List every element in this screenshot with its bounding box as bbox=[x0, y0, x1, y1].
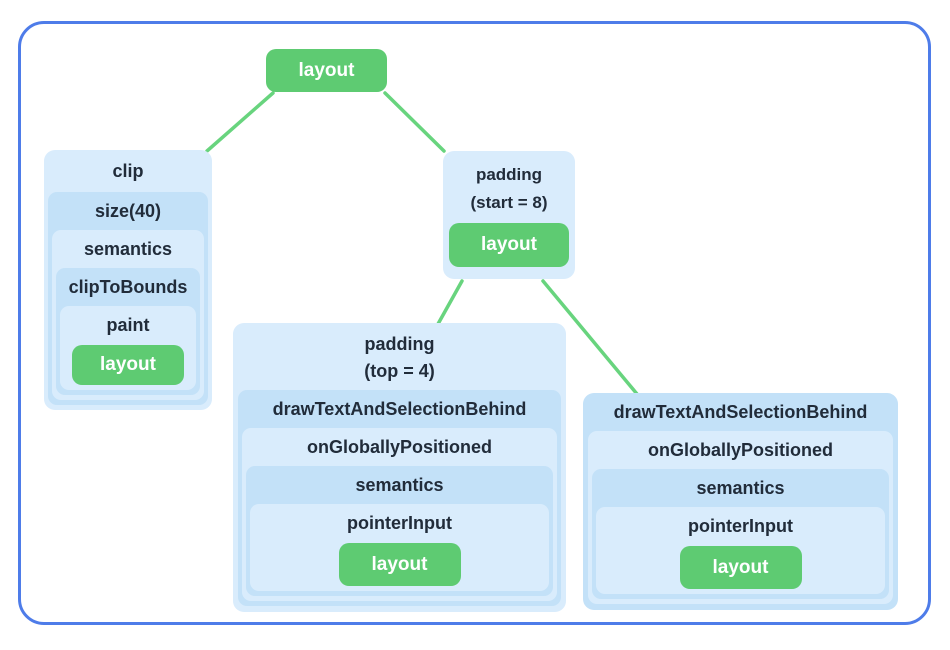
level-semantics: semantics pointerInput layout bbox=[246, 466, 553, 596]
clip-leaf-layout-node: layout bbox=[72, 345, 184, 385]
diagram-frame bbox=[18, 21, 931, 625]
connector-padding-to-draw bbox=[541, 279, 639, 396]
padding-start-box: padding (start = 8) layout bbox=[443, 151, 575, 279]
level-drawtext-label: drawTextAndSelectionBehind bbox=[272, 399, 527, 419]
level-semantics: semantics pointerInput layout bbox=[592, 469, 889, 599]
level-semantics-label: semantics bbox=[696, 478, 785, 498]
connector-padding-to-padding-top bbox=[436, 279, 464, 326]
clip-box: clip size(40) semantics clipToBounds pai… bbox=[44, 150, 212, 410]
level-paint: paint layout bbox=[60, 306, 196, 390]
level-cliptobounds-label: clipToBounds bbox=[68, 277, 188, 297]
padding-top-title-line1: padding bbox=[364, 334, 435, 354]
level-drawtext-label: drawTextAndSelectionBehind bbox=[613, 402, 868, 422]
level-pointerinput: pointerInput layout bbox=[596, 507, 885, 594]
level-ongloballypositioned: onGloballyPositioned semantics pointerIn… bbox=[588, 431, 893, 604]
level-semantics-label: semantics bbox=[355, 475, 444, 495]
level-ongloballypositioned-label: onGloballyPositioned bbox=[306, 437, 492, 457]
level-pointerinput: pointerInput layout bbox=[250, 504, 549, 591]
padding-start-title-line1: padding bbox=[475, 165, 543, 184]
clip-box-title: clip bbox=[112, 161, 144, 181]
level-semantics: semantics clipToBounds paint layout bbox=[52, 230, 204, 400]
level-paint-label: paint bbox=[106, 315, 150, 335]
level-pointerinput-label: pointerInput bbox=[347, 513, 452, 533]
level-pointerinput-label: pointerInput bbox=[688, 516, 793, 536]
level-size-label: size(40) bbox=[94, 201, 162, 221]
connector-root-to-padding-start bbox=[383, 91, 446, 153]
level-cliptobounds: clipToBounds paint layout bbox=[56, 268, 200, 395]
root-layout-node: layout bbox=[266, 49, 387, 92]
padding-top-title-line2: (top = 4) bbox=[364, 361, 435, 381]
draw-leaf-layout-node: layout bbox=[679, 546, 802, 589]
padding-top-leaf-layout-node: layout bbox=[338, 543, 461, 586]
level-semantics-label: semantics bbox=[83, 239, 173, 259]
level-ongloballypositioned: onGloballyPositioned semantics pointerIn… bbox=[242, 428, 557, 601]
draw-box: drawTextAndSelectionBehind onGloballyPos… bbox=[583, 393, 898, 610]
padding-start-title-line2: (start = 8) bbox=[470, 193, 548, 212]
connector-root-to-clip bbox=[205, 91, 275, 153]
level-ongloballypositioned-label: onGloballyPositioned bbox=[647, 440, 833, 460]
level-drawtext: drawTextAndSelectionBehind onGloballyPos… bbox=[238, 390, 561, 606]
level-size: size(40) semantics clipToBounds paint la… bbox=[48, 192, 208, 405]
padding-top-box: padding (top = 4) drawTextAndSelectionBe… bbox=[233, 323, 566, 612]
padding-start-leaf-layout-node: layout bbox=[449, 223, 569, 267]
